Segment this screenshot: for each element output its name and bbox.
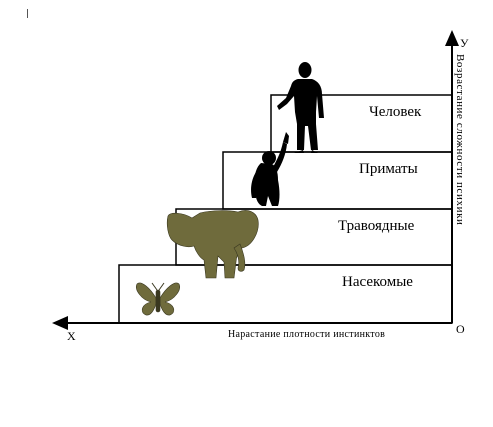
x-axis-caption: Нарастание плотности инстинктов bbox=[228, 329, 386, 340]
elephant-icon bbox=[166, 210, 259, 279]
butterfly-icon bbox=[136, 282, 180, 316]
step-label-insects: Насекомые bbox=[342, 274, 413, 290]
origin-letter: О bbox=[456, 322, 465, 336]
x-axis-arrow bbox=[52, 316, 68, 330]
step-label-primates: Приматы bbox=[359, 161, 418, 177]
y-axis-letter: У bbox=[460, 36, 469, 50]
ape-icon bbox=[251, 132, 289, 206]
stray-tick-mark bbox=[27, 9, 28, 18]
y-axis-arrow bbox=[445, 30, 459, 46]
human-icon bbox=[277, 62, 324, 153]
step-label-human: Человек bbox=[369, 104, 422, 120]
y-axis-caption: Возрастание сложности психики bbox=[454, 54, 466, 226]
step-box-human bbox=[270, 94, 453, 153]
x-axis-letter: X bbox=[67, 329, 76, 343]
step-label-herbivores: Травоядные bbox=[338, 218, 415, 234]
